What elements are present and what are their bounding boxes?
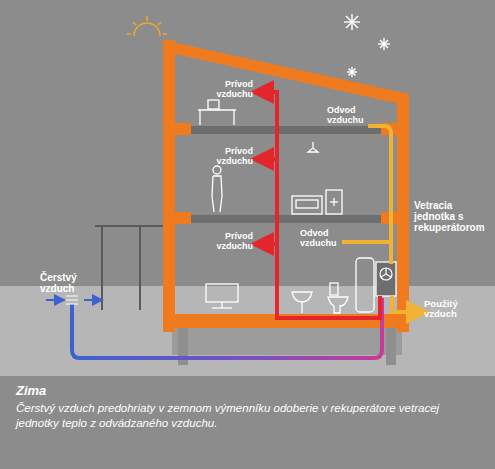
caption-text: Čerstvý vzduch predohriaty v zemnom výme… (16, 401, 478, 431)
flow-label: Prívod vzduchu (213, 147, 253, 167)
house-walls (163, 40, 409, 332)
sun (127, 16, 167, 36)
flow-label: Odvod vzduchu (327, 106, 367, 126)
flow-label: Čerstvý vzduch (40, 272, 90, 294)
ground (0, 286, 495, 376)
furniture (198, 100, 374, 313)
flow-label: Vetracia jednotka s rekuperátorom (414, 200, 484, 233)
snowflakes (344, 14, 390, 77)
floor-slabs (191, 126, 381, 223)
ground-pipe (72, 298, 382, 358)
flow-label: Prívod vzduchu (213, 80, 253, 100)
exhaust-pipe (342, 126, 418, 312)
supply-pipe (262, 90, 380, 318)
caption-heading: Zima (16, 384, 46, 398)
flow-label: Použitý vzduch (424, 299, 480, 320)
canopy (95, 226, 166, 310)
flow-label: Odvod vzduchu (300, 229, 340, 249)
foundation (172, 325, 402, 355)
ventilation-unit (376, 262, 396, 296)
flow-label: Prívod vzduchu (213, 232, 253, 252)
fresh-air-inlet (46, 296, 98, 304)
